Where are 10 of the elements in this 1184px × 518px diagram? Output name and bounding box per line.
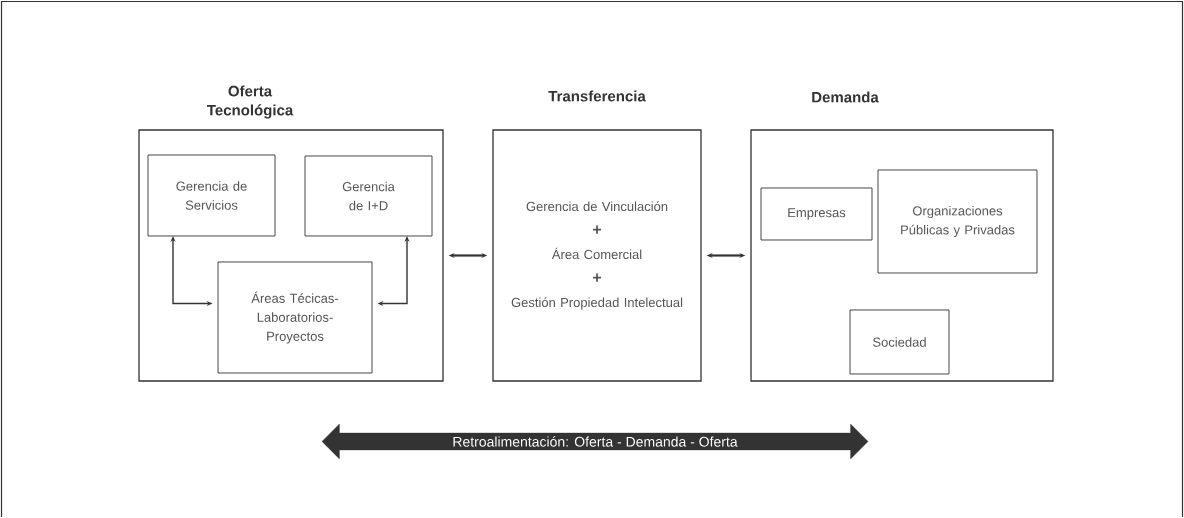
process-box: Áreas Técicas- Laboratorios- Proyectos: [217, 261, 373, 374]
node-label: Transferencia: [548, 90, 646, 102]
process-box: Organizaciones Públicas y Privadas: [877, 169, 1038, 274]
process-box: Sociedad: [849, 309, 950, 375]
group-box: Transferencia Gerencia de Vinculación + Área Comercial + Gestión Propiedad Intelectual: [492, 90, 702, 382]
process-box: Gerencia de Servicios: [147, 154, 276, 237]
process-box: Gerencia de I+D: [304, 155, 433, 237]
process-box: Empresas: [760, 187, 873, 241]
node-label: Demanda: [812, 91, 879, 103]
node-label: Oferta Tecnológica: [206, 85, 294, 119]
